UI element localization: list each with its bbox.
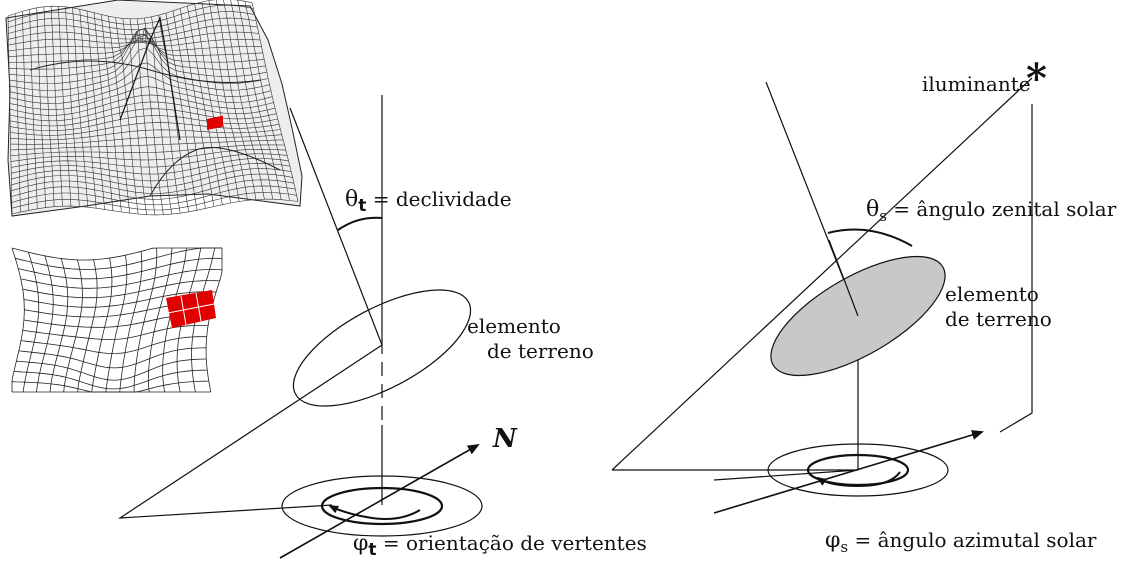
- mesh-line: [15, 247, 222, 270]
- azimuth-angle-arrow: [816, 471, 901, 488]
- solar-zenith-text: = ângulo zenital solar: [887, 197, 1117, 221]
- azimuth-ellipse-outer: [767, 443, 949, 497]
- mesh-line: [77, 259, 98, 393]
- theta-s-symbol: θ: [866, 197, 879, 222]
- terrain-element-label-line2: de terreno: [487, 339, 594, 363]
- mesh-line: [237, 0, 282, 200]
- mesh-line: [18, 347, 207, 369]
- solar-azimuth-label: φs = ângulo azimutal solar: [825, 528, 1097, 556]
- sun-direction-line: [611, 77, 1033, 471]
- mesh-line: [10, 148, 286, 162]
- mesh-line: [10, 144, 285, 157]
- mesh-line: [22, 324, 209, 340]
- slope-text: = declividade: [366, 187, 511, 211]
- mesh-line: [215, 0, 257, 200]
- mesh-line: [251, 2, 299, 202]
- sun-azimuth-arrow: [713, 430, 984, 514]
- phi-subscript: t: [368, 540, 376, 560]
- mesh-line: [11, 153, 288, 168]
- azimuth-projection-lines: [612, 469, 859, 481]
- terrain-mesh-surface: [5, 0, 303, 217]
- mesh-line: [11, 185, 296, 206]
- aspect-projection-lines: [117, 344, 383, 519]
- mesh-line: [11, 192, 297, 211]
- sun-projection-line: [999, 104, 1033, 433]
- solar-angle-panel: [611, 77, 1033, 514]
- mesh-line: [10, 139, 284, 151]
- surface-normal-line: [289, 107, 383, 346]
- mesh-line: [11, 247, 222, 261]
- theta-symbol: θ: [345, 187, 358, 212]
- theta-s-subscript: s: [879, 207, 887, 225]
- mesh-line: [11, 179, 294, 200]
- terrain-element-label-right-line2: de terreno: [945, 307, 1052, 331]
- slope-label: θt = declividade: [345, 187, 512, 216]
- mesh-line: [11, 198, 299, 216]
- illuminant-label: iluminante: [922, 72, 1031, 96]
- terrain-mesh-grid: [7, 0, 299, 216]
- terrain-element-label-right-line1: elemento: [945, 282, 1039, 306]
- solar-zenith-label: θs = ângulo zenital solar: [866, 197, 1117, 225]
- mesh-line: [201, 1, 240, 202]
- zoom-mesh-grid: [11, 247, 223, 393]
- mesh-line: [11, 158, 289, 175]
- surface-normal-upper: [828, 239, 859, 317]
- terrain-mesh-3d: [5, 0, 303, 217]
- slope-aspect-panel: [117, 95, 483, 559]
- mesh-line: [10, 115, 278, 132]
- mesh-line: [10, 122, 280, 136]
- mesh-line: [165, 13, 198, 211]
- aspect-label: φt = orientação de vertentes: [353, 531, 647, 560]
- mesh-line: [230, 0, 274, 200]
- mesh-line: [194, 3, 231, 204]
- terrain-peak-ridge: [119, 15, 181, 141]
- mesh-line: [223, 0, 265, 200]
- phi-s-symbol: φ: [825, 528, 840, 553]
- mesh-line: [179, 8, 215, 207]
- zoom-highlight-cell-dividers: [167, 292, 215, 326]
- phi-symbol: φ: [353, 531, 368, 556]
- aspect-angle-arrow: [328, 505, 421, 520]
- mesh-line: [13, 369, 208, 390]
- mesh-line: [9, 101, 276, 122]
- terrain-element-label-line1: elemento: [467, 314, 561, 338]
- terrain-valley-ridge: [29, 60, 261, 83]
- slope-angle-arc: [337, 216, 383, 231]
- terrain-valley-ridge-2: [149, 147, 281, 197]
- terrain-element-ellipse: [292, 289, 472, 407]
- aspect-ellipse-outer: [281, 475, 483, 537]
- mesh-line: [151, 16, 181, 214]
- mesh-line: [11, 173, 293, 194]
- mesh-line: [20, 336, 207, 355]
- mesh-line: [11, 168, 292, 188]
- mesh-line: [105, 255, 128, 393]
- north-arrow: [279, 444, 480, 559]
- mesh-line: [119, 251, 143, 393]
- phi-s-subscript: s: [840, 538, 848, 556]
- mesh-line: [133, 247, 158, 393]
- mesh-line: [244, 1, 290, 201]
- mesh-line: [16, 358, 207, 381]
- solar-azimuth-text: = ângulo azimutal solar: [848, 528, 1097, 552]
- mesh-line: [10, 134, 282, 145]
- mesh-line: [147, 247, 173, 393]
- zenith-angle-arc: [827, 228, 913, 247]
- theta-subscript: t: [358, 196, 366, 216]
- mesh-line: [10, 108, 277, 127]
- mesh-line: [10, 129, 281, 141]
- mesh-line: [208, 0, 248, 201]
- terrain-mesh-zoom-inset: [9, 245, 224, 395]
- mesh-line: [11, 162, 290, 182]
- mesh-line: [187, 5, 223, 205]
- mesh-line: [90, 258, 113, 393]
- aspect-ellipse-inner: [320, 486, 444, 526]
- aspect-text: = orientação de vertentes: [377, 531, 647, 555]
- mesh-line: [136, 18, 164, 215]
- north-label: N: [492, 424, 518, 454]
- illuminant-star: *: [1026, 55, 1047, 102]
- terrain-highlight-cell: [207, 115, 223, 131]
- mesh-line: [172, 10, 206, 209]
